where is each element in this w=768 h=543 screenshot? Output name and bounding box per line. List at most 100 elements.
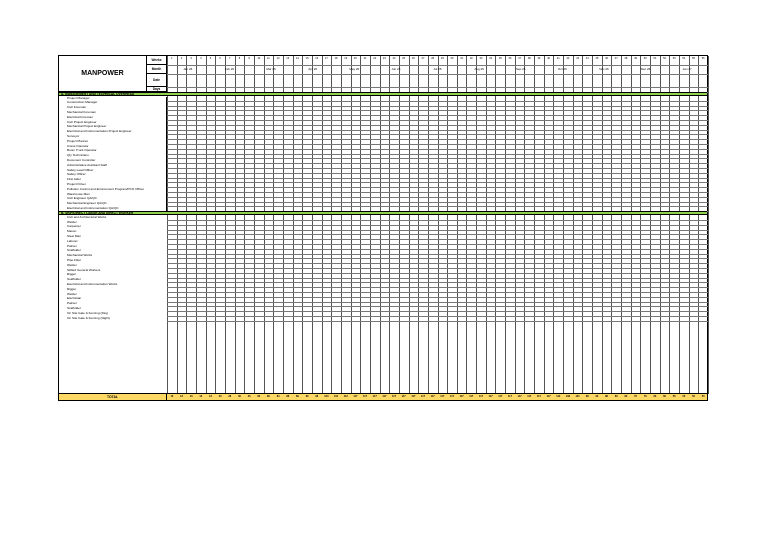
week-number: 7 — [229, 57, 231, 60]
total-cell: 110 — [334, 395, 339, 398]
month-header: Feb 26 — [224, 67, 235, 71]
total-cell: 80 — [614, 395, 618, 398]
week-number: 11 — [267, 57, 270, 60]
role-row-label: Warehouse Man — [59, 192, 167, 198]
week-number: 42 — [566, 57, 570, 60]
total-cell: 112 — [343, 395, 348, 398]
week-number: 28 — [431, 57, 435, 60]
total-cell: 117 — [363, 395, 368, 398]
role-row-label: Civil Engineer QA/QC — [59, 197, 167, 203]
week-number: 12 — [276, 57, 280, 60]
total-cell: 88 — [286, 395, 290, 398]
month-header: Jul 26 — [433, 67, 442, 71]
role-row-label: Steel Man — [67, 235, 81, 238]
total-cell: 50 — [682, 395, 686, 398]
total-cell: 103 — [324, 395, 329, 398]
weeks-label: Weeks — [147, 56, 167, 65]
role-row-label: Civil Foreman — [59, 106, 167, 111]
month-label: Month — [147, 65, 167, 74]
role-row-label: Project Planner — [59, 139, 167, 145]
role-row-label: Pipe Fitter — [67, 259, 82, 262]
role-row-label: Welder — [67, 292, 77, 296]
role-row-label: Carpenter — [67, 225, 81, 229]
week-number: 15 — [305, 57, 309, 60]
week-number: 38 — [527, 57, 531, 60]
week-number: 19 — [344, 57, 348, 60]
total-cell: 50 — [701, 395, 705, 398]
week-number: 18 — [334, 57, 338, 60]
role-row-label: Laborer — [67, 239, 78, 243]
total-cell: 13 — [209, 395, 212, 398]
total-cell: 89 — [296, 395, 299, 398]
week-number: 54 — [682, 57, 686, 60]
week-number: 6 — [219, 57, 221, 60]
week-number: 39 — [537, 57, 541, 60]
week-number: 16 — [315, 57, 319, 60]
total-cell: 117 — [469, 395, 474, 398]
week-number: 53 — [672, 57, 676, 60]
role-row-label: Civil and Architectural Works — [67, 215, 107, 219]
section-header: A. MANAGEMENT AND TECHNICAL OVERHEAD — [59, 92, 707, 96]
role-row-label: Electrical and Instrumentation Works — [67, 283, 118, 286]
week-number: 5 — [209, 57, 212, 60]
role-row-label: Mechanical Works — [67, 254, 93, 258]
total-cell: 117 — [517, 395, 522, 398]
total-cell: 50 — [692, 395, 695, 398]
week-number: 21 — [363, 57, 367, 60]
role-row-label: Safety Lead Officer — [59, 168, 167, 174]
role-row-label: Rigger — [67, 287, 77, 291]
total-cell: 84 — [276, 395, 280, 398]
week-number: 56 — [701, 57, 705, 60]
week-number: 33 — [479, 57, 483, 60]
total-cell: 117 — [459, 395, 464, 398]
role-row-label: Scaffolder — [67, 249, 81, 253]
total-cell: 117 — [440, 395, 445, 398]
role-row-label: Painter — [67, 302, 77, 306]
total-cell: 98 — [585, 395, 589, 398]
total-cell: 117 — [527, 395, 532, 398]
total-cell: 28 — [228, 395, 232, 398]
week-number: 44 — [585, 57, 589, 60]
week-number: 49 — [634, 57, 637, 60]
week-number: 30 — [450, 57, 454, 60]
total-cell: 56 — [672, 395, 676, 398]
role-row-label: Pollution Control and Environment Progra… — [59, 187, 167, 193]
total-cell: 13 — [189, 395, 193, 398]
week-number: 48 — [624, 57, 628, 60]
week-number: 37 — [518, 57, 522, 60]
week-number: 50 — [643, 57, 647, 60]
week-number: 13 — [286, 57, 290, 60]
month-header: Dec 26 — [640, 67, 651, 71]
week-number: 35 — [498, 57, 502, 60]
role-row-label: Skilled General Workers — [67, 268, 101, 272]
role-row-label: Qty Technicians — [59, 154, 167, 159]
role-row-label: Boom Truck Operator — [59, 149, 167, 155]
total-cell: 117 — [536, 395, 541, 398]
total-cell: 117 — [478, 395, 483, 398]
role-row-label: Surveyor — [59, 135, 167, 140]
week-number: 25 — [402, 57, 406, 60]
week-number: 45 — [595, 57, 599, 60]
role-row-label: Electrical and Instrumentation QA/QC — [59, 207, 167, 212]
role-row-label: Project Manager — [59, 96, 167, 102]
month-header: Apr 26 — [308, 67, 318, 71]
role-row-label: Document Controller — [59, 159, 167, 164]
total-cell: 23 — [218, 395, 222, 398]
total-cell: 117 — [488, 395, 493, 398]
total-cell: 60 — [663, 395, 666, 398]
week-number: 23 — [382, 57, 386, 60]
week-number: 32 — [469, 57, 473, 60]
role-row-label: Safety Officer — [59, 173, 167, 179]
week-number: 40 — [547, 57, 551, 60]
total-cell: 117 — [498, 395, 503, 398]
week-number: 22 — [373, 57, 377, 60]
week-number: 29 — [440, 57, 444, 60]
total-cell: 66 — [257, 395, 261, 398]
week-number: 1 — [171, 57, 173, 60]
total-cell: 117 — [546, 395, 551, 398]
total-cell: 46 — [247, 395, 251, 398]
role-row-label: Administrative Assistant Staff — [59, 163, 167, 169]
total-cell: 117 — [449, 395, 454, 398]
month-header: May 26 — [349, 67, 360, 71]
